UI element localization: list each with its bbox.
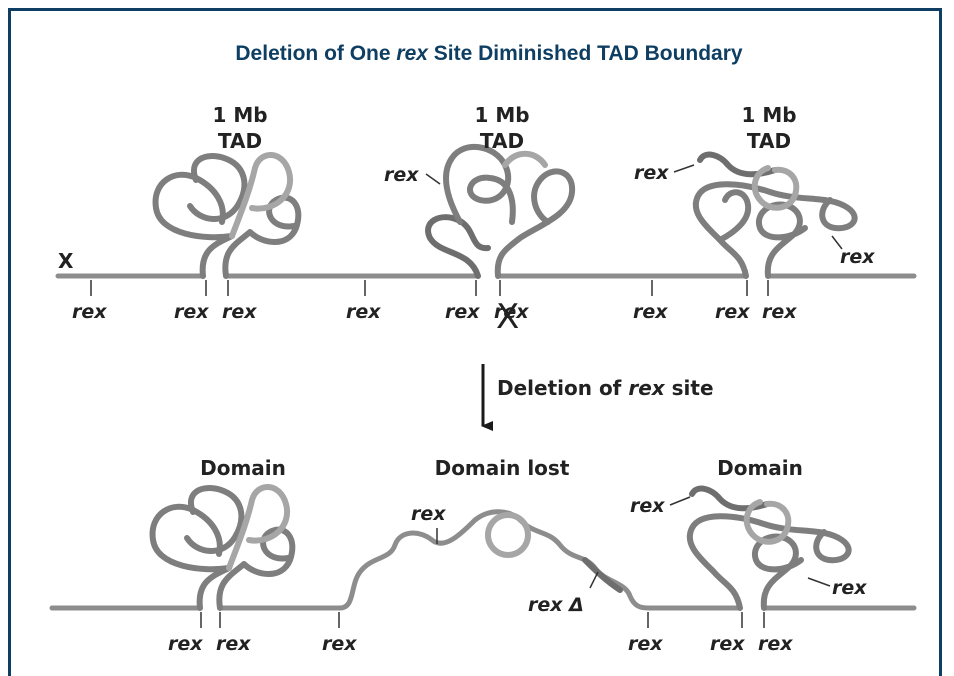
tad-label-1-size: 1 Mb <box>212 103 267 127</box>
tad-label-1-name: TAD <box>218 129 262 153</box>
rex-label: rex <box>168 633 203 655</box>
rex-label: rex <box>715 301 750 323</box>
rex-label: rex <box>710 633 745 655</box>
rex-label: rex <box>411 503 446 525</box>
tad-label-3-name: TAD <box>747 129 791 153</box>
rex-label: rex <box>174 301 209 323</box>
rex-label: rex <box>758 633 793 655</box>
domain-lost-label: Domain lost <box>435 456 570 480</box>
tad-loop-2 <box>425 143 576 279</box>
rex-label: rex <box>322 633 357 655</box>
rex-label: rex <box>628 633 663 655</box>
rex-label: rex <box>634 162 669 184</box>
rex-label: rex <box>346 301 381 323</box>
top-rex-sites: rex rex rex rex rex rex X rex rex rex <box>72 280 797 337</box>
tad-labels: 1 Mb TAD 1 Mb TAD 1 Mb TAD <box>212 103 796 153</box>
rex-label: rex <box>384 164 419 186</box>
deleted-rex-label: rex <box>494 301 529 323</box>
tad-loop-3 <box>692 151 858 279</box>
bottom-domain-right <box>686 485 852 611</box>
top-loop-rex-callouts: rex rex rex <box>384 162 875 268</box>
deletion-arrow-label: Deletion of rex site <box>497 376 714 400</box>
tad-label-2-name: TAD <box>480 129 524 153</box>
bottom-chromosome <box>49 509 917 611</box>
bottom-rex-sites: rex rex rex rex rex rex <box>168 612 793 655</box>
rex-label: rex <box>445 301 480 323</box>
deletion-cross-mark: X <box>496 297 519 337</box>
rex-label: rex <box>840 246 875 268</box>
rex-label: rex <box>72 301 107 323</box>
rex-label: rex <box>216 633 251 655</box>
rex-delta-label: rex Δ <box>528 594 584 616</box>
diagram-title: Deletion of One rex Site Diminished TAD … <box>235 42 743 65</box>
domain-right-label: Domain <box>717 456 803 480</box>
x-chromosome-label: X <box>58 249 74 273</box>
tad-label-2-size: 1 Mb <box>474 103 529 127</box>
bottom-loop-rex-callouts: rex rex Δ rex rex <box>411 495 867 616</box>
rex-label: rex <box>832 577 867 599</box>
rex-label: rex <box>762 301 797 323</box>
bottom-domain-left <box>149 484 296 611</box>
rex-label: rex <box>633 301 668 323</box>
tad-label-3-size: 1 Mb <box>741 103 796 127</box>
tad-loop-1 <box>152 152 302 279</box>
rex-label: rex <box>222 301 257 323</box>
rex-label: rex <box>630 495 665 517</box>
domain-left-label: Domain <box>200 456 286 480</box>
